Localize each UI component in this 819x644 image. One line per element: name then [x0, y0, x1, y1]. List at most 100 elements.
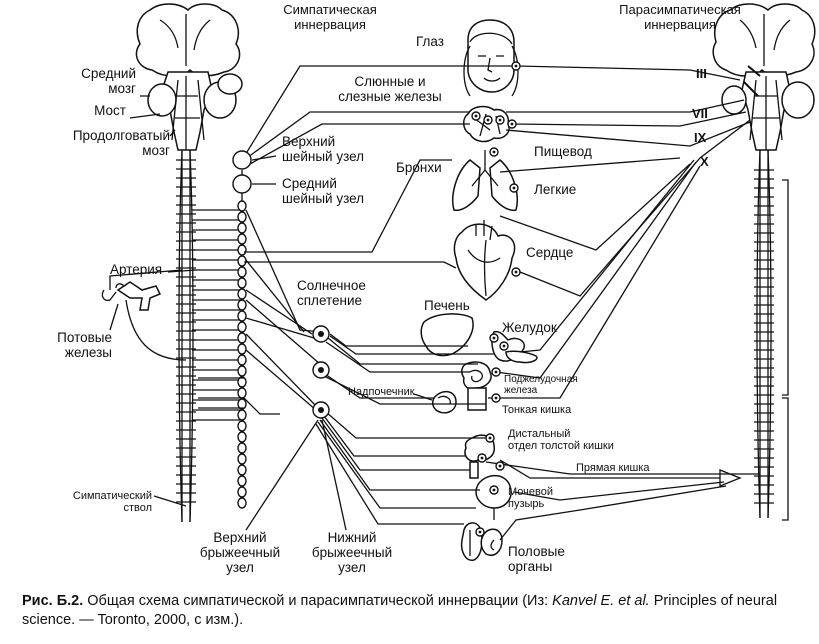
stomach-label: Желудок [502, 320, 557, 335]
liver-organ [420, 313, 474, 357]
para-ganglion-core [494, 370, 498, 374]
face-eye-organ [463, 19, 519, 97]
artery-label: Артерия [110, 262, 163, 277]
caption-label: Рис. Б.2. [22, 593, 84, 609]
para-ganglion-core [510, 122, 514, 126]
distal-colon-label: Дистальный отдел толстой кишки [508, 428, 614, 452]
left-brain [135, 3, 243, 523]
chain-ganglion [237, 464, 247, 476]
para-ganglion-core [514, 270, 518, 274]
chain-ganglion [237, 475, 247, 487]
chain-ganglion [237, 343, 247, 355]
liver-label: Печень [424, 298, 470, 313]
para-ganglion-core [502, 344, 506, 348]
bladder-label: Мочевой пузырь [508, 486, 553, 510]
figure-caption: Рис. Б.2. Общая схема симпатической и па… [22, 592, 812, 630]
para-ganglion-core [498, 118, 502, 122]
lungs-organ [452, 150, 518, 212]
genitals-label: Половые органы [508, 544, 565, 574]
colon-organ [464, 434, 495, 479]
heart-organ [453, 220, 516, 301]
sweat-glands-label: Потовые железы [57, 330, 112, 360]
sympathetic-trunk-label: Симпатический ствол [72, 490, 152, 514]
rectum-label: Прямая кишка [576, 462, 650, 474]
heart-label: Сердце [526, 245, 574, 260]
chain-ganglion [237, 354, 247, 366]
chain-ganglion [237, 453, 247, 465]
pancreas-label: Поджелудочная железа [504, 374, 578, 396]
caption-author: Kanvel E. et al. [552, 593, 650, 609]
chain-ganglion [237, 332, 247, 344]
adrenal-label: Надпочечник [348, 386, 415, 398]
chain-ganglion [237, 420, 247, 432]
middle-cervical-ganglion [232, 174, 252, 194]
chain-ganglion [237, 365, 247, 377]
chain-ganglion [237, 200, 247, 212]
intestine-organ [461, 361, 492, 411]
chain-ganglion [237, 321, 247, 333]
nerve-ix-label: IX [694, 130, 707, 145]
superior-cervical-ganglion [232, 150, 252, 170]
chain-ganglion [237, 431, 247, 443]
superior-mesenteric-label: Верхний брыжеечный узел [199, 530, 281, 575]
chain-ganglion [237, 211, 247, 223]
chain-ganglion [237, 288, 247, 300]
chain-ganglion [237, 244, 247, 256]
celiac-plexus-label: Солнечное сплетение [297, 278, 366, 308]
small-intestine-label: Тонкая кишка [502, 404, 572, 416]
para-ganglion-core [492, 150, 496, 154]
bronchi-label: Бронхи [396, 160, 442, 175]
para-ganglion-core [488, 436, 492, 440]
chain-ganglion [237, 398, 247, 410]
nerve-iii-label: III [696, 66, 707, 81]
sympathetic-chain [237, 170, 247, 509]
inferior-mesenteric-label: Нижний брыжеечный узел [311, 530, 393, 575]
para-ganglion-core [480, 456, 484, 460]
chain-ganglion [237, 486, 247, 498]
para-ganglion-core [492, 488, 496, 492]
chain-ganglion [237, 266, 247, 278]
chain-ganglion [237, 409, 247, 421]
innervation-diagram [101, 3, 816, 561]
adrenal-organ [431, 390, 457, 414]
nerve-vii-label: VII [692, 106, 708, 121]
chain-ganglion [237, 376, 247, 388]
chain-ganglion [237, 233, 247, 245]
sympathetic-ganglia [232, 150, 330, 419]
bladder-organ [475, 474, 512, 520]
midbrain-label: Средний мозг [81, 66, 136, 96]
pons-label: Мост [94, 103, 126, 118]
artery-sweatgland [101, 281, 162, 311]
para-ganglion-core [512, 186, 516, 190]
medulla-label: Продолговатый мозг [72, 128, 170, 158]
label-leaders [109, 95, 433, 531]
middle-cervical-label: Средний шейный узел [282, 176, 365, 206]
sympathetic-header: Симпатическая иннервация [283, 2, 377, 32]
para-ganglia [471, 61, 774, 537]
eye-label: Глаз [416, 34, 444, 49]
para-ganglion-core [494, 396, 498, 400]
superior-cervical-label: Верхний шейный узел [282, 134, 365, 164]
stomach-organ [491, 330, 538, 364]
left-cord-segments [176, 159, 240, 503]
para-ganglion-core [486, 118, 490, 122]
chain-ganglion [237, 387, 247, 399]
chain-ganglion [237, 222, 247, 234]
caption-text: Общая схема симпатической и парасимпатич… [83, 593, 553, 609]
para-ganglion-core [514, 64, 518, 68]
chain-ganglion [237, 277, 247, 289]
chain-ganglion [237, 255, 247, 267]
para-ganglion-core [478, 530, 482, 534]
right-brain [712, 3, 816, 521]
caption-source: Principles of neural science. — Toronto,… [22, 593, 778, 628]
para-ganglion-core [474, 114, 478, 118]
parasympathetic-header: Парасимпатическая иннервация [619, 2, 741, 32]
glands-label: Слюнные и слезные железы [338, 74, 442, 104]
connections [109, 65, 760, 541]
chain-ganglion [237, 310, 247, 322]
para-ganglion-core [498, 464, 502, 468]
esophagus-label: Пищевод [534, 144, 592, 159]
chain-ganglion [237, 442, 247, 454]
chain-ganglion [237, 299, 247, 311]
chain-ganglion [237, 497, 247, 509]
